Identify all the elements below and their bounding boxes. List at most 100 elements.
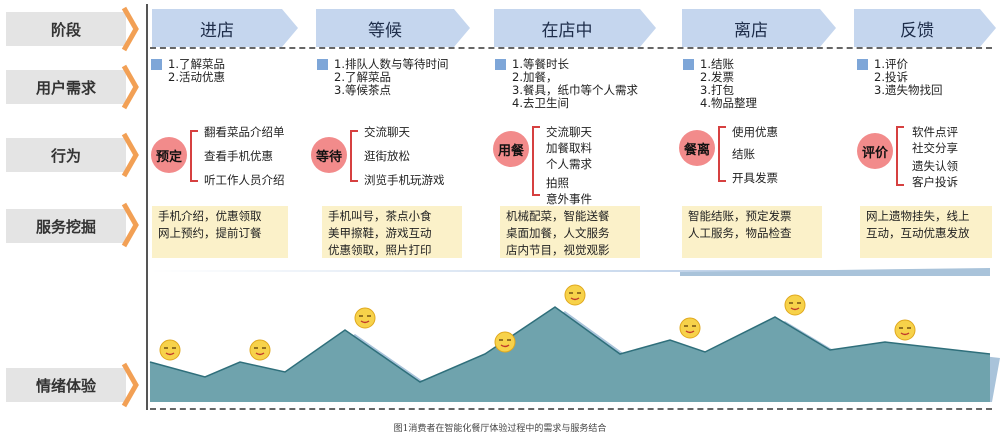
chevron-icons [121,6,139,408]
needs-group-4: 1.结账 2.发票 3.打包 4.物品整理 [683,57,757,110]
emoji-face-icon [249,339,271,361]
behavior-bracket-2 [350,130,358,182]
behavior-bracket-1 [190,130,198,182]
chevron-behavior-icon [121,132,139,178]
behavior-badge-1: 预定 [151,137,187,173]
chevron-needs-icon [121,64,139,110]
need-item: 2.加餐， [512,70,558,84]
need-item: 2.活动优惠 [168,70,225,84]
emoji-face-icon [564,284,586,306]
row-label-behavior: 行为 [6,138,126,172]
stage-label-1: 进店 [200,20,234,41]
service-item: 网上预约，提前订餐 [158,226,262,240]
emotion-wave-line [149,306,991,383]
need-item: 2.发票 [700,70,734,84]
emoji-face-icon [159,339,181,361]
need-item: 1.排队人数与等待时间 [334,57,449,71]
behavior-item: 结账 [732,147,755,161]
need-item: 4.物品整理 [700,96,757,110]
emotion-wave-fill [150,307,990,402]
needs-group-3: 1.等餐时长 2.加餐， 3.餐具，纸巾等个人需求 4.去卫生间 [495,57,638,110]
chevron-stage-icon [121,6,139,52]
behavior-badge-4: 餐离 [679,130,715,166]
service-item: 美甲擦鞋，游戏互动 [328,226,432,240]
behavior-item: 意外事件 [546,192,592,206]
need-item: 1.等餐时长 [512,57,569,71]
behavior-item: 逛街放松 [364,149,410,163]
need-item: 2.了解菜品 [334,70,391,84]
bullet-square-icon [683,59,694,70]
need-item: 3.餐具，纸巾等个人需求 [512,83,638,97]
needs-group-1: 1.了解菜品 2.活动优惠 [151,57,225,84]
behavior-item: 遗失认领 [912,159,958,173]
emoji-face-icon [494,331,516,353]
dashed-divider-bottom [150,408,992,410]
stage-label-3: 在店中 [541,20,593,41]
bullet-square-icon [317,59,328,70]
need-item: 3.等候茶点 [334,83,391,97]
emotion-wave [149,306,1000,402]
emoji-face-icon [679,317,701,339]
dashed-divider-top [150,47,992,49]
needs-group-2: 1.排队人数与等待时间 2.了解菜品 3.等候茶点 [317,57,449,97]
behavior-item: 使用优惠 [732,125,778,139]
chevron-emotion-icon [121,362,139,408]
behavior-item: 加餐取料 [546,141,592,155]
service-item: 互动，互动优惠发放 [866,226,970,240]
row-label-service: 服务挖掘 [6,209,126,243]
behavior-item: 客户投诉 [912,175,958,189]
stage-arrow-3 [494,9,656,47]
service-item: 人工服务，物品检查 [688,226,792,240]
stage-arrow-4 [682,9,836,47]
stage-label-4: 离店 [734,20,768,41]
emotion-chart [149,268,1000,402]
row-label-emotion: 情绪体验 [6,368,126,402]
emotion-faces [159,284,916,361]
emoji-face-icon [894,319,916,341]
behavior-badge-5: 评价 [857,133,893,169]
need-item: 1.结账 [700,57,734,71]
stage-label-2: 等候 [368,20,402,41]
service-box-4: 智能结账，预定发票 人工服务，物品检查 [682,206,822,258]
stage-arrow-2 [316,9,470,47]
behavior-item: 翻看菜品介绍单 [204,125,285,139]
behavior-item: 开具发票 [732,171,778,185]
behavior-bracket-3 [532,126,540,196]
service-box-1: 手机介绍，优惠领取 网上预约，提前订餐 [152,206,288,258]
bullet-square-icon [495,59,506,70]
service-box-5: 网上遗物挂失，线上 互动，互动优惠发放 [860,206,992,258]
behavior-item: 查看手机优惠 [204,149,273,163]
behavior-item: 软件点评 [912,125,958,139]
behavior-bracket-5 [896,126,904,186]
service-item: 手机介绍，优惠领取 [158,209,262,223]
row-label-stage: 阶段 [6,12,126,46]
behavior-item: 交流聊天 [364,125,410,139]
service-item: 网上遗物挂失，线上 [866,209,970,223]
service-item: 智能结账，预定发票 [688,209,792,223]
need-item: 1.评价 [874,57,908,71]
emoji-face-icon [354,307,376,329]
need-item: 3.遗失物找回 [874,83,943,97]
behavior-item: 拍照 [546,176,569,190]
need-item: 2.投诉 [874,70,908,84]
chevron-service-icon [121,202,139,248]
row-label-needs: 用户需求 [6,70,126,104]
stage-arrow-5 [854,9,996,47]
behavior-bracket-4 [718,126,726,182]
needs-group-5: 1.评价 2.投诉 3.遗失物找回 [857,57,943,97]
need-item: 3.打包 [700,83,734,97]
service-item: 优惠领取，照片打印 [328,243,432,257]
bullet-square-icon [151,59,162,70]
stage-arrows [152,9,996,47]
need-item: 4.去卫生间 [512,96,569,110]
behavior-badge-3: 用餐 [493,131,529,167]
behavior-item: 社交分享 [912,141,958,155]
service-box-3: 机械配菜，智能送餐 桌面加餐，人文服务 店内节目，视觉观影 [500,206,640,258]
behavior-item: 听工作人员介绍 [204,173,285,187]
vertical-divider [146,4,148,410]
need-item: 1.了解菜品 [168,57,225,71]
service-item: 店内节目，视觉观影 [506,243,610,257]
stage-label-5: 反馈 [900,20,934,41]
service-item: 手机叫号，茶点小食 [328,209,432,223]
behavior-item: 个人需求 [546,157,592,171]
